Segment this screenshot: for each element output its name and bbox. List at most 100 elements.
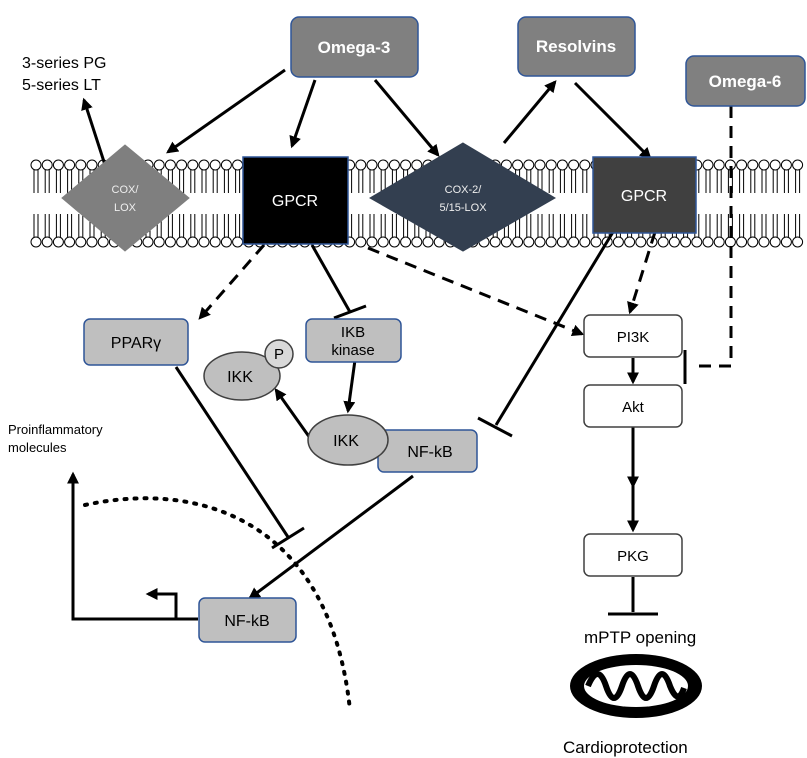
lipid-head [769, 236, 781, 248]
edge-ikb-ikk [343, 359, 357, 414]
edge-cox2-resolvins [502, 80, 557, 144]
lipid-head [579, 236, 591, 248]
edge-omega6-pi3k [697, 106, 733, 368]
lipid-head [724, 236, 736, 248]
lipid-head [75, 159, 87, 171]
resolvins-node: Resolvins [517, 16, 636, 77]
lipid-head [769, 159, 781, 171]
lipid-head [489, 236, 501, 248]
lipid-head [736, 159, 748, 171]
lipid-head [736, 236, 748, 248]
mptp-label: mPTP opening [584, 628, 696, 647]
lipid-head [142, 236, 154, 248]
lipid-head [713, 159, 725, 171]
gpcr-right-label: GPCR [621, 188, 667, 205]
lipid-head [668, 236, 680, 248]
lipid-head [176, 159, 188, 171]
lipid-head [780, 236, 792, 248]
phosphate-circle [264, 339, 294, 369]
pg-label-2: 5-series LT [22, 77, 101, 94]
lipid-head [164, 159, 176, 171]
lipid-head [780, 159, 792, 171]
proinflammatory-label-1: Proinflammatory [8, 422, 103, 437]
cox-lox-label-2: LOX [114, 202, 137, 214]
gpcr-right-node: GPCR [592, 156, 697, 234]
lipid-head [153, 159, 165, 171]
lipid-head [64, 236, 76, 248]
lipid-head [366, 159, 378, 171]
lipid-head [366, 236, 378, 248]
lipid-head [209, 159, 221, 171]
lipid-head [512, 236, 524, 248]
lipid-head [612, 236, 624, 248]
pi3k-node: PI3K [583, 314, 683, 358]
cox2-label-2: 5/15-LOX [439, 202, 487, 214]
lipid-head [691, 236, 703, 248]
lipid-head [624, 236, 636, 248]
omega3-node: Omega-3 [290, 16, 419, 78]
lipid-head [64, 159, 76, 171]
lipid-head [86, 236, 98, 248]
edge-ikk-ikkp [274, 388, 312, 439]
nfkb-nuclear-node: NF-kB [198, 597, 297, 643]
resolvins-label: Resolvins [536, 37, 616, 56]
edge-gpcr2-nfkb-bar [477, 416, 513, 438]
lipid-head [400, 236, 412, 248]
lipid-head [523, 236, 535, 248]
lipid-head [400, 159, 412, 171]
lipid-head [657, 236, 669, 248]
lipid-head [556, 236, 568, 248]
lipid-head [30, 159, 42, 171]
lipid-head [545, 236, 557, 248]
lipid-head [52, 159, 64, 171]
omega6-label: Omega-6 [709, 72, 782, 91]
lipid-head [702, 159, 714, 171]
edge-gpcr2-nfkb [494, 231, 615, 426]
lipid-head [187, 236, 199, 248]
edge-gpcr-ikb-bar [333, 304, 367, 320]
lipid-head [556, 159, 568, 171]
ikk-nfkb-complex: NF-kB IKK [307, 414, 478, 473]
phosphate-label: P [274, 346, 284, 363]
edge-nfkb-translocation [248, 474, 414, 600]
lipid-head [512, 159, 524, 171]
lipid-head [590, 236, 602, 248]
edge-omega3-coxlox [166, 68, 286, 154]
edge-ppar-bar [271, 526, 305, 550]
lipid-head [747, 236, 759, 248]
edge-omega3-gpcr [289, 79, 317, 149]
lipid-head [232, 236, 244, 248]
lipid-head [41, 236, 53, 248]
omega6-node: Omega-6 [685, 55, 806, 107]
cox-lox-node: COX/ LOX [61, 144, 190, 252]
lipid-head [568, 159, 580, 171]
lipid-head [232, 159, 244, 171]
mitochondrion-icon [570, 654, 702, 718]
lipid-head [758, 159, 770, 171]
lipid-head [52, 236, 64, 248]
lipid-head [388, 159, 400, 171]
nfkb-nuc-label: NF-kB [224, 613, 269, 630]
lipid-head [377, 236, 389, 248]
lipid-head [792, 159, 804, 171]
lipid-head [377, 159, 389, 171]
lipid-head [220, 159, 232, 171]
lipid-head [568, 236, 580, 248]
gpcr-left-label: GPCR [272, 193, 318, 210]
lipid-head [153, 236, 165, 248]
pi3k-label: PI3K [617, 329, 650, 346]
ikb-kinase-node: IKB kinase [305, 318, 402, 363]
ikk-label: IKK [333, 433, 359, 450]
pg-label-1: 3-series PG [22, 55, 106, 72]
ikb-label-1: IKB [341, 324, 365, 341]
lipid-head [545, 159, 557, 171]
lipid-head [579, 159, 591, 171]
lipid-head [500, 236, 512, 248]
lipid-head [97, 236, 109, 248]
lipid-head [198, 236, 210, 248]
lipid-head [792, 236, 804, 248]
lipid-head [702, 236, 714, 248]
lipid-head [523, 159, 535, 171]
lipid-head [41, 159, 53, 171]
